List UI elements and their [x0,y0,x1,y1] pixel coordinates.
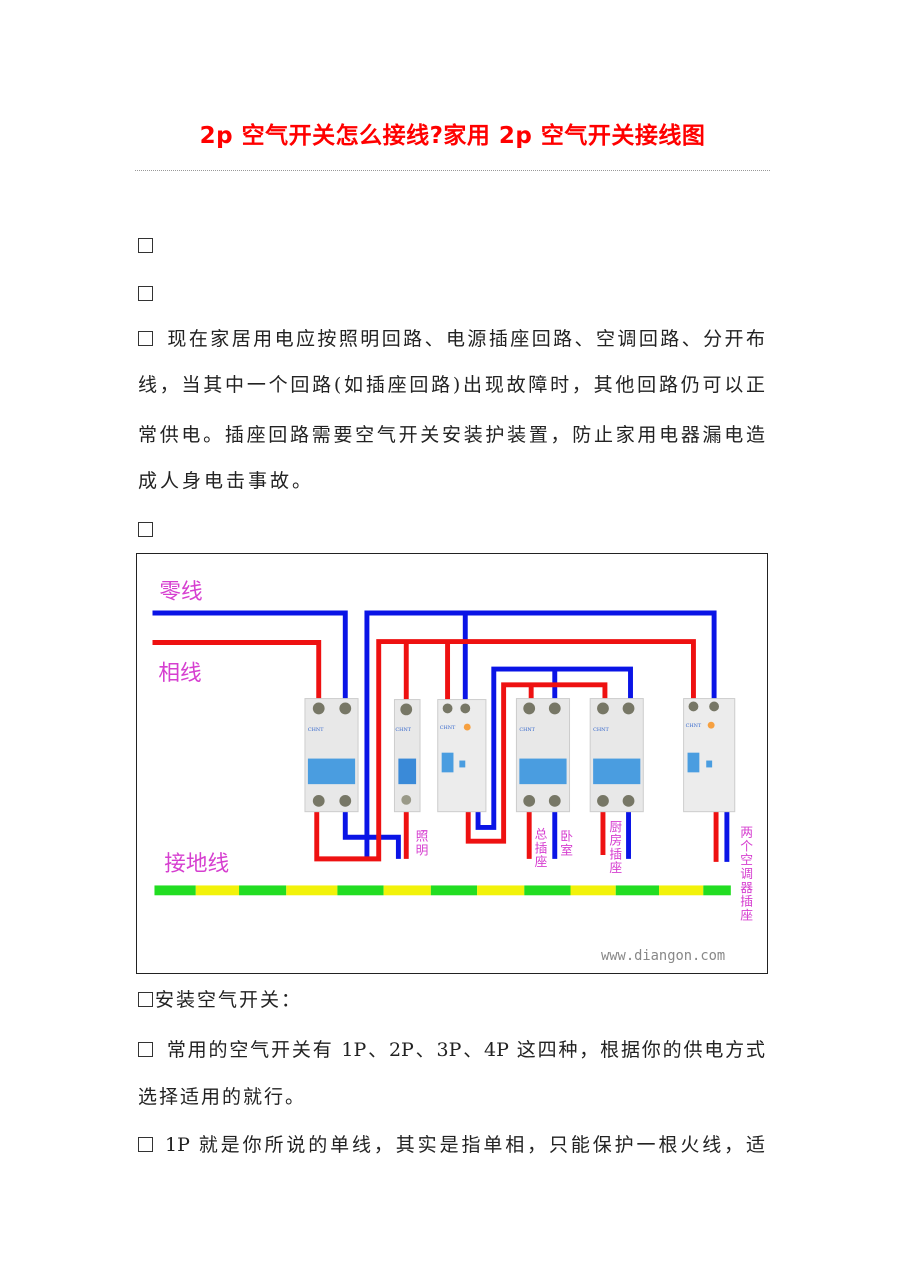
neutral-main-out [342,811,401,859]
page-title: 2p 空气开关怎么接线?家用 2p 空气开关接线图 [199,123,706,149]
checkbox-glyph [138,1137,153,1152]
ground-bar-segment [570,885,616,896]
ground-bar [154,885,731,896]
ground-bar-segment [430,885,478,896]
label-bedroom: 卧室 [557,829,572,857]
text-line: 成人身电击事故。 [138,470,315,492]
checkbox-glyph [138,331,153,346]
checkbox-glyph [138,1042,153,1057]
ground-bar-segment [383,885,431,896]
breaker-2p-kitchen: CHNT [589,698,644,813]
title-divider [135,170,770,171]
phase-bus [314,639,696,862]
breaker-2p-main-socket: CHNT [515,698,571,813]
brand-logo: CHNT [519,727,535,733]
wiring-diagram: CHNT CHNT CHNT CHNT CHNT CHNT [136,553,768,974]
checkbox-glyph [138,286,153,301]
ground-bar-segment [286,885,338,896]
phase-main-in [152,640,322,699]
brand-logo: CHNT [686,723,702,729]
brand-logo: CHNT [395,727,411,733]
rcd-ac: CHNT [683,698,736,813]
neutral-main-in [152,610,348,699]
ground-bar-segment [239,885,287,896]
text-line: 线，当其中一个回路(如插座回路)出现故障时，其他回路仍可以正 [138,374,765,396]
label-neutral: 零线 [159,579,202,604]
brand-logo: CHNT [440,725,456,731]
text-line: 常供电。插座回路需要空气开关安装护装置，防止家用电器漏电造 [138,424,765,446]
neutral-bus [364,610,717,859]
ground-bar-segment [337,885,384,896]
label-ground: 接地线 [164,852,229,877]
neutral-socket-bus [475,666,633,830]
checkbox-glyph [138,522,153,537]
ground-bar-segment [615,885,660,896]
text-line: 常用的空气开关有 1P、2P、3P、4P 这四种，根据你的供电方式 [165,1039,765,1061]
label-ac-sockets: 两个空调器插座 [737,825,752,922]
watermark: www.diangon.com [601,948,725,964]
brand-logo: CHNT [308,727,324,733]
label-phase: 相线 [158,661,201,686]
ground-bar-segment [659,885,704,896]
text-line: 1P 就是你所说的单线，其实是指单相，只能保护一根火线，适 [165,1134,765,1156]
wiring-diagram-svg: CHNT CHNT CHNT CHNT CHNT CHNT [152,579,752,964]
checkbox-glyph [138,238,153,253]
section-heading: 安装空气开关： [155,989,303,1011]
ground-bar-segment [703,885,731,896]
label-kitchen-socket: 厨房插座 [606,820,621,876]
breaker-2p-main: CHNT [304,698,359,813]
rcd-socket: CHNT [437,699,487,813]
label-main-socket: 总插座 [532,827,547,869]
checkbox-glyph [138,992,153,1007]
breaker-1p-lighting: CHNT [393,699,421,813]
text-line: 现在家居用电应按照明回路、电源插座回路、空调回路、分开布 [165,328,765,350]
ground-bar-segment [195,885,240,896]
phase-socket-bus [465,682,608,844]
ground-bar-segment [524,885,571,896]
brand-logo: CHNT [593,727,609,733]
label-lighting: 照明 [413,829,428,857]
ground-bar-segment [477,885,525,896]
ground-bar-segment [154,885,196,896]
text-line: 选择适用的就行。 [138,1086,307,1108]
